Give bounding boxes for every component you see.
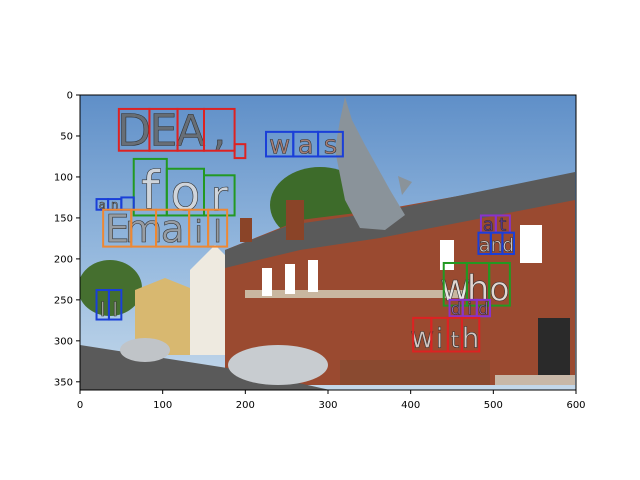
word-char: l <box>213 215 221 250</box>
char-box <box>317 130 344 158</box>
word-char: f <box>141 161 161 222</box>
x-tick-label: 500 <box>484 400 503 411</box>
word-char: i <box>436 323 443 354</box>
word-char: o <box>170 164 200 222</box>
y-tick-label: 150 <box>54 213 73 224</box>
y-tick-label: 350 <box>54 377 73 388</box>
y-tick-label: 100 <box>54 172 73 183</box>
word-char: a <box>479 233 491 256</box>
word-char: t <box>450 327 459 353</box>
word-char: t <box>499 215 506 236</box>
word-char: E <box>150 106 178 157</box>
word-dea: DEA, <box>117 105 247 160</box>
x-tick-label: 400 <box>401 400 420 411</box>
char-box <box>501 231 515 255</box>
x-tick-label: 0 <box>77 400 83 411</box>
word-char: a <box>483 215 494 236</box>
word-char: I <box>112 298 118 321</box>
word-char: d <box>478 299 489 319</box>
word-char: h <box>462 321 480 354</box>
y-tick-label: 250 <box>54 295 73 306</box>
word-char: i <box>194 215 202 250</box>
word-char: o <box>489 269 509 308</box>
char-box <box>207 208 229 248</box>
word-char: I <box>100 298 106 321</box>
char-box <box>475 298 492 318</box>
word-char: E <box>105 207 129 252</box>
word-char: s <box>324 131 337 161</box>
char-box <box>488 261 511 307</box>
word-char: d <box>451 299 462 319</box>
char-box <box>460 316 481 353</box>
photo-background <box>80 95 576 390</box>
word-char: d <box>502 235 514 256</box>
word-char: w <box>440 266 470 309</box>
x-axis: 0 100 200 300 400 500 600 <box>77 390 586 411</box>
y-tick-label: 0 <box>67 91 73 102</box>
y-axis: 0 50 100 150 200 250 300 350 <box>54 91 80 388</box>
word-char: D <box>117 106 151 157</box>
char-box <box>233 143 247 160</box>
char-box <box>203 107 236 152</box>
x-tick-label: 300 <box>318 400 337 411</box>
x-tick-label: 600 <box>566 400 585 411</box>
word-char: w <box>269 131 290 161</box>
word-char: a <box>99 198 106 211</box>
word-char: a <box>298 131 314 161</box>
word-char: r <box>211 172 229 221</box>
char-box <box>203 174 236 217</box>
x-tick-label: 100 <box>153 400 172 411</box>
y-tick-label: 300 <box>54 336 73 347</box>
y-tick-label: 50 <box>60 131 73 142</box>
x-tick-label: 200 <box>236 400 255 411</box>
word-char: i <box>467 299 472 319</box>
word-char: a <box>161 207 185 252</box>
word-char: n <box>111 198 118 211</box>
char-box <box>107 289 123 321</box>
y-tick-label: 200 <box>54 254 73 265</box>
word-char: n <box>491 235 503 256</box>
word-char: , <box>212 106 226 157</box>
word-char: A <box>176 107 205 156</box>
